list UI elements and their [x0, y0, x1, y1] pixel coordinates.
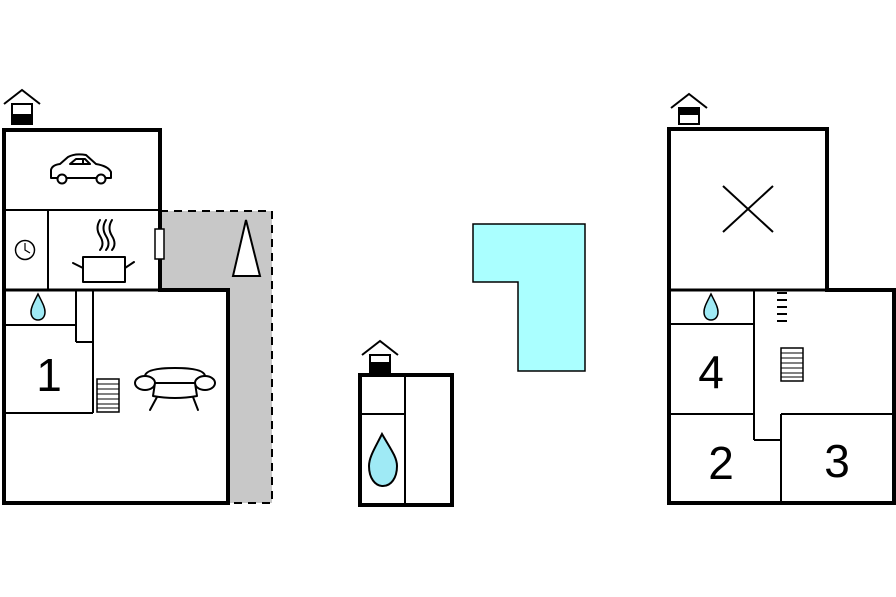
main-house-interior-walls — [4, 209, 160, 414]
stairs-icon — [780, 347, 804, 382]
stair-steps-icon — [777, 292, 787, 322]
upper-floor-plan: 4 2 3 — [667, 92, 896, 505]
upper-floor-interior-walls — [669, 288, 894, 503]
clock-icon — [14, 239, 36, 261]
parasol-icon — [231, 219, 262, 277]
entrance-house-icon — [670, 92, 708, 125]
room-label-3: 3 — [824, 435, 850, 487]
stairs-icon — [96, 378, 120, 413]
entrance-house-icon — [361, 339, 399, 374]
annex-plan — [358, 339, 454, 507]
main-house-outer-wall — [2, 128, 230, 505]
sofa-icon — [134, 367, 216, 411]
water-drop-icon — [367, 431, 399, 488]
terrace-area — [160, 210, 273, 504]
room-label-4: 4 — [698, 346, 724, 398]
kitchen-door — [154, 228, 165, 260]
car-icon — [50, 153, 112, 185]
entrance-house-icon — [3, 88, 41, 125]
pool-shape — [472, 223, 586, 372]
upper-floor-outer-wall — [667, 127, 896, 505]
cross-icon — [722, 185, 774, 233]
room-label-1: 1 — [36, 349, 62, 401]
main-house-plan: 1 — [2, 88, 273, 505]
water-drop-icon — [703, 292, 719, 321]
water-drop-icon — [30, 292, 46, 321]
room-label-2: 2 — [708, 437, 734, 489]
cooking-pot-icon — [72, 219, 135, 283]
